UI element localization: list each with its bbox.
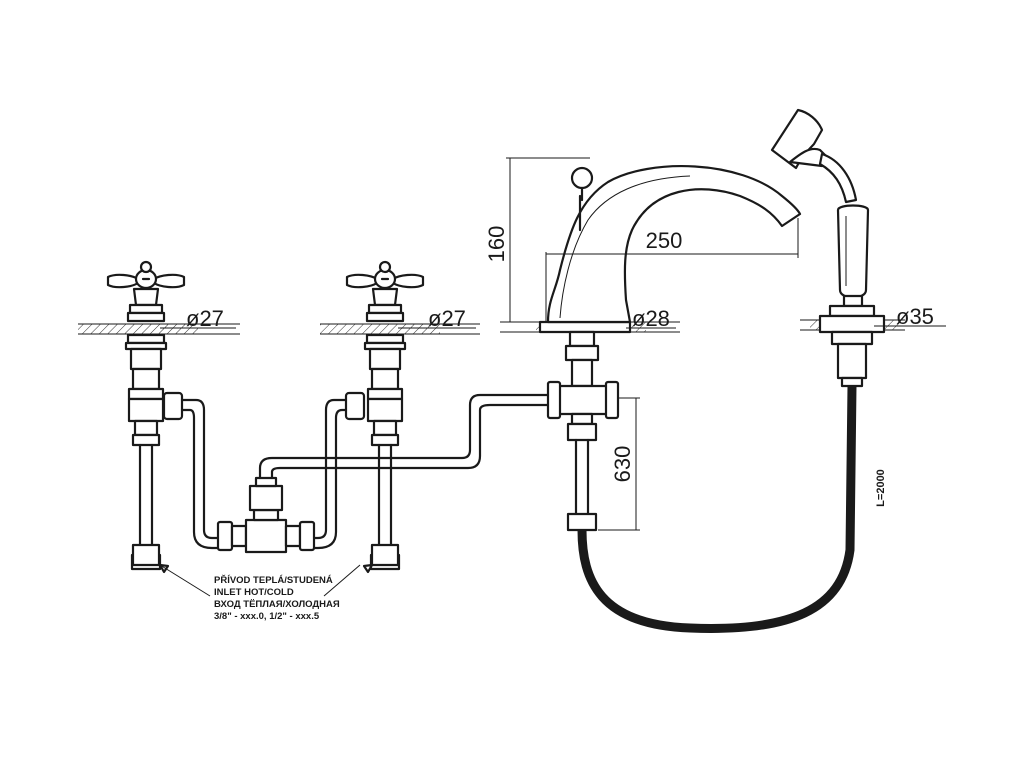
- spout: [500, 164, 802, 532]
- dimension-lines: [158, 157, 946, 597]
- pipework: [180, 393, 552, 554]
- inlet-note: PŘÍVOD TEPLÁ/STUDENÁ INLET HOT/COLD ВХОД…: [214, 574, 340, 622]
- label-spout-reach: 250: [646, 228, 683, 253]
- note-line-1: PŘÍVOD TEPLÁ/STUDENÁ: [214, 574, 333, 586]
- right-valve: [320, 260, 480, 571]
- flexible-hose: [577, 385, 857, 633]
- dimension-labels: ø27 ø27 ø28 ø35 160 250 630 L=2000: [186, 226, 934, 507]
- label-hose-length: L=2000: [875, 469, 887, 507]
- countertop-hatch-left: [78, 324, 198, 334]
- label-spout-height: 160: [484, 226, 509, 263]
- note-line-2: INLET HOT/COLD: [214, 587, 294, 598]
- countertop-hatch-center: [320, 324, 440, 334]
- inlet-tails: [131, 543, 400, 567]
- label-valve-right-diameter: ø27: [428, 306, 466, 331]
- left-valve: [78, 260, 240, 571]
- label-valve-left-diameter: ø27: [186, 306, 224, 331]
- note-line-4: 3/8" - xxx.0, 1/2" - xxx.5: [214, 611, 320, 622]
- label-spout-diameter: ø28: [632, 306, 670, 331]
- label-hose-drop: 630: [610, 446, 635, 483]
- label-shower-diameter: ø35: [896, 304, 934, 329]
- hand-shower: [770, 108, 905, 388]
- note-line-3: ВХОД ТЁПЛАЯ/ХОЛОДНАЯ: [214, 599, 340, 610]
